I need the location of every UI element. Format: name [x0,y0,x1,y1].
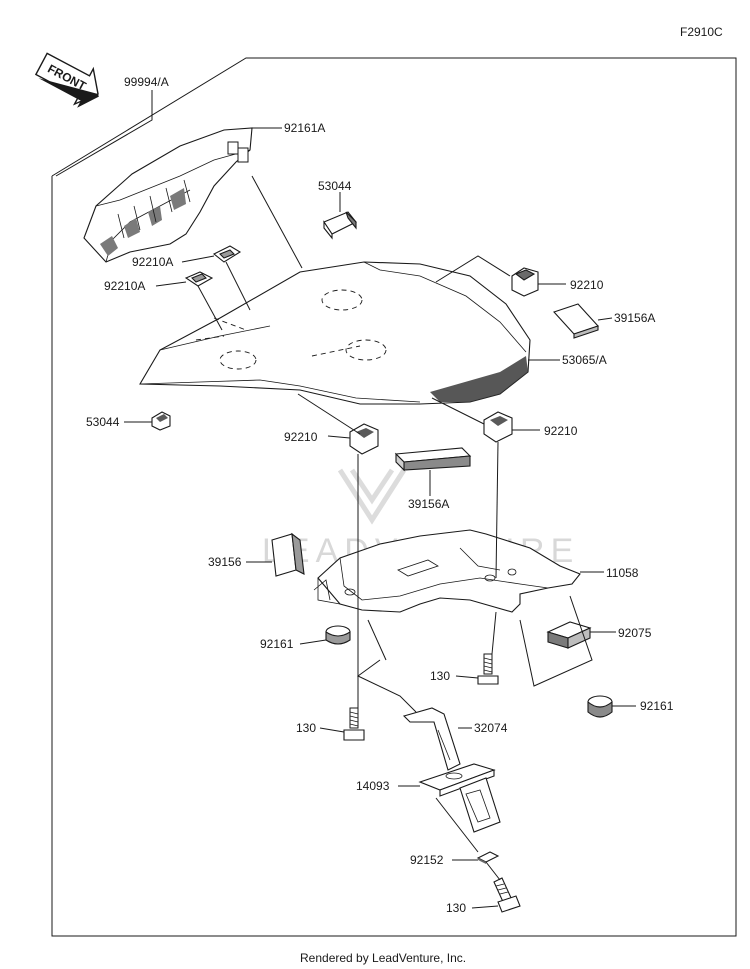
cushion-39156 [271,532,305,577]
damper-92210-top [511,267,539,297]
footer-credit: Rendered by LeadVenture, Inc. [300,951,466,965]
clip-92152-part [476,851,500,864]
leader-lines [55,90,636,909]
callout-92161-right: 92161 [640,699,674,713]
cushion-53044-top [323,211,357,240]
callout-14093: 14093 [356,779,390,793]
holder-14093-part [418,763,501,833]
bolt-130-bottom [493,877,521,913]
callout-92210-top: 92210 [570,278,604,292]
assembly-lines [197,175,593,881]
seat-cover-part [139,261,531,405]
seat-cowl-part [83,127,253,263]
callout-53044-left: 53044 [86,415,120,429]
callout-130-left: 130 [296,721,316,735]
callout-11058: 11058 [606,566,639,580]
damper-92210a-1 [212,245,242,263]
plate-32074-part [402,707,461,771]
grommet-92161-right [587,695,613,718]
cushion-39156a-top [553,303,599,339]
callout-99994a: 99994/A [124,75,169,89]
callout-92210-right: 92210 [544,424,578,438]
callout-39156a-mid: 39156A [408,497,449,511]
callout-130-bottom: 130 [446,901,466,915]
cushion-39156a-mid [394,447,472,472]
callout-92161-left: 92161 [260,637,294,651]
callout-92210-left: 92210 [284,430,318,444]
damper-92210a-2 [184,271,214,287]
front-arrow-icon: FRONT [34,52,99,108]
cushion-53044-left [151,411,171,431]
callout-32074: 32074 [474,721,508,735]
callout-labels: 99994/A 92161A 53044 92210A 92210A 92210… [86,75,674,915]
callout-53044-top: 53044 [318,179,352,193]
callout-39156a-top: 39156A [614,311,655,325]
callout-130-mid: 130 [430,669,450,683]
damper-92210-left [349,423,379,455]
diagram-frame [51,57,737,937]
bolt-130-left [343,707,365,741]
damper-92210-right [483,411,513,443]
callout-92210a-2: 92210A [104,279,145,293]
grommet-92161-left [325,625,351,645]
callout-92075: 92075 [618,626,652,640]
callout-39156: 39156 [208,555,242,569]
callout-92210a-1: 92210A [132,255,173,269]
callout-92161a: 92161A [284,121,325,135]
bracket-11058-part [313,529,581,613]
figure-code: F2910C [680,25,723,39]
callout-92152: 92152 [410,853,444,867]
bolt-130-mid [477,653,499,685]
callout-53065a: 53065/A [562,353,607,367]
